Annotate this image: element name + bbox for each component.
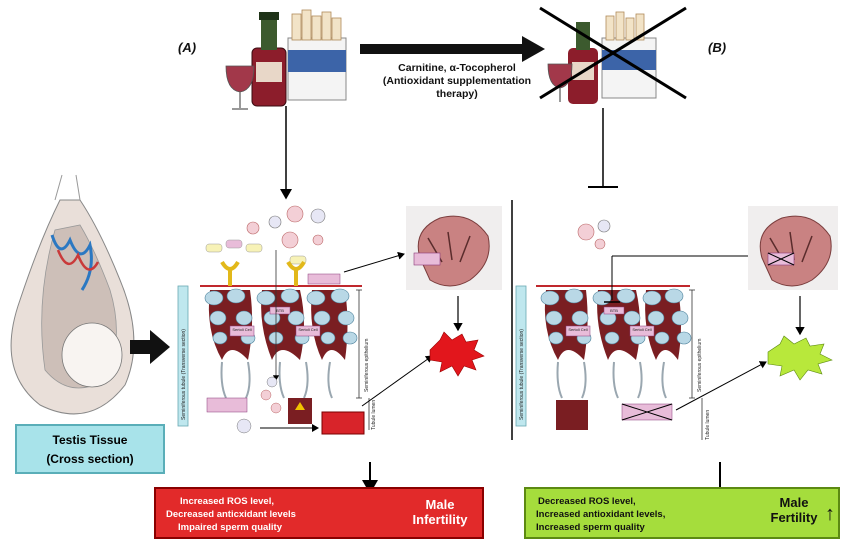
outcome-b-text: Decreased ROS level, Increased antioxida… bbox=[536, 495, 665, 534]
btb-a-label: BTB bbox=[276, 308, 284, 313]
wine-glass-icon bbox=[225, 65, 255, 110]
outcome-a-text: Increased ROS level, Decreased anticxida… bbox=[166, 495, 296, 534]
tubule-a-label: Seminiferous tubule (Transverse section) bbox=[181, 329, 187, 420]
arrow-lumen-b-to-burst bbox=[675, 361, 767, 411]
therapy-arrow bbox=[360, 36, 545, 62]
tubule-b bbox=[515, 285, 703, 440]
sertoli-a1-label: Sertoli Cell bbox=[232, 327, 252, 332]
btb-b-label: BTB bbox=[610, 308, 618, 313]
arrow-lumen-to-burst bbox=[361, 355, 433, 407]
therapy-label: Carnitine, α-Tocopherol (Antioxidant sup… bbox=[352, 62, 562, 101]
epithelium-a-label: Seminiferous epithelium bbox=[364, 338, 370, 392]
panel-a-label: (A) bbox=[178, 40, 197, 55]
outcome-a-line-3: Impaired sperm quality bbox=[178, 522, 283, 533]
cigarette-pack-icon bbox=[287, 9, 347, 101]
burst-b bbox=[767, 335, 833, 381]
outcome-a-result-1: Male bbox=[425, 497, 455, 512]
outcome-b-line-1: Decreased ROS level, bbox=[538, 496, 636, 507]
ros-cells-b bbox=[577, 219, 761, 303]
outcome-b-up-arrow-icon: ↑ bbox=[825, 503, 835, 525]
sertoli-b2-label: Sertoli Cell bbox=[632, 327, 652, 332]
outcome-b-result-2: Fertility bbox=[770, 510, 818, 525]
inhibit-b bbox=[588, 108, 618, 188]
outcome-a-box: Increased ROS level, Decreased anticxida… bbox=[154, 487, 484, 539]
burst-a bbox=[429, 331, 485, 377]
tissue-line-1: Testis Tissue bbox=[52, 433, 128, 447]
tissue-line-2: (Cross section) bbox=[46, 452, 134, 466]
outcome-b-result: Male Fertility bbox=[762, 495, 826, 525]
lumen-a-label: Tubule lumen bbox=[371, 399, 377, 430]
outcome-a-result-2: Infertility bbox=[412, 512, 468, 527]
sertoli-a2-label: Sertoli Cell bbox=[298, 327, 318, 332]
outcome-b-result-1: Male bbox=[779, 495, 809, 510]
ros-cells-a bbox=[205, 205, 326, 434]
sertoli-b1-label: Sertoli Cell bbox=[568, 327, 588, 332]
testis-tissue-label: Testis Tissue (Cross section) bbox=[15, 424, 165, 474]
wine-bottle-icon bbox=[251, 12, 287, 107]
outcome-a-line-1: Increased ROS level, bbox=[180, 496, 274, 507]
outcome-b-box: Decreased ROS level, Increased antioxida… bbox=[524, 487, 840, 539]
epithelium-b-label: Seminiferous epithelium bbox=[697, 338, 703, 392]
panel-b-label: (B) bbox=[708, 40, 727, 55]
cross-out-icon bbox=[539, 6, 687, 100]
tissue-arrow bbox=[130, 330, 170, 364]
therapy-line-2: (Antioxidant supplementation bbox=[382, 75, 532, 87]
tubule-b-label: Seminiferous tubule (Transverse section) bbox=[519, 329, 525, 420]
arrow-a-to-organ bbox=[343, 251, 405, 273]
outcome-b-line-3: Increased sperm quality bbox=[536, 522, 645, 533]
crossed-cigarette-pack-icon bbox=[601, 11, 657, 99]
organ-a bbox=[406, 206, 502, 290]
therapy-line-1: Carnitine, α-Tocopherol bbox=[398, 62, 516, 74]
outcome-b-line-2: Increased antioxidant levels, bbox=[536, 509, 666, 520]
therapy-line-3: therapy) bbox=[436, 88, 478, 100]
testis-illustration bbox=[10, 174, 135, 415]
lumen-b-label: Tubule lumen bbox=[705, 409, 711, 440]
organ-b bbox=[748, 206, 838, 290]
outcome-a-result: Male Infertility bbox=[400, 497, 480, 527]
outcome-a-line-2: Decreased anticxidant levels bbox=[166, 509, 296, 520]
